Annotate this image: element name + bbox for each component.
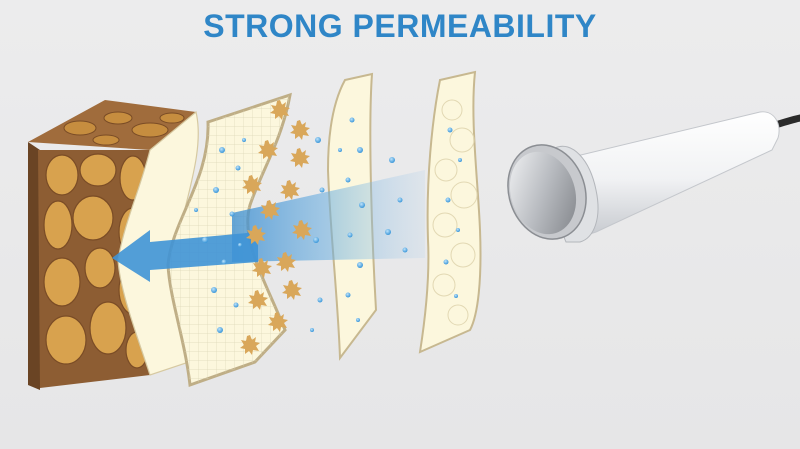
ultrasonic-wand-icon [507,111,800,243]
epidermis-layer [418,70,482,354]
blue-arrow-icon [112,230,258,282]
serum-drops [194,117,462,333]
ultrasound-beam [232,170,425,262]
page-title: STRONG PERMEABILITY [203,8,597,44]
